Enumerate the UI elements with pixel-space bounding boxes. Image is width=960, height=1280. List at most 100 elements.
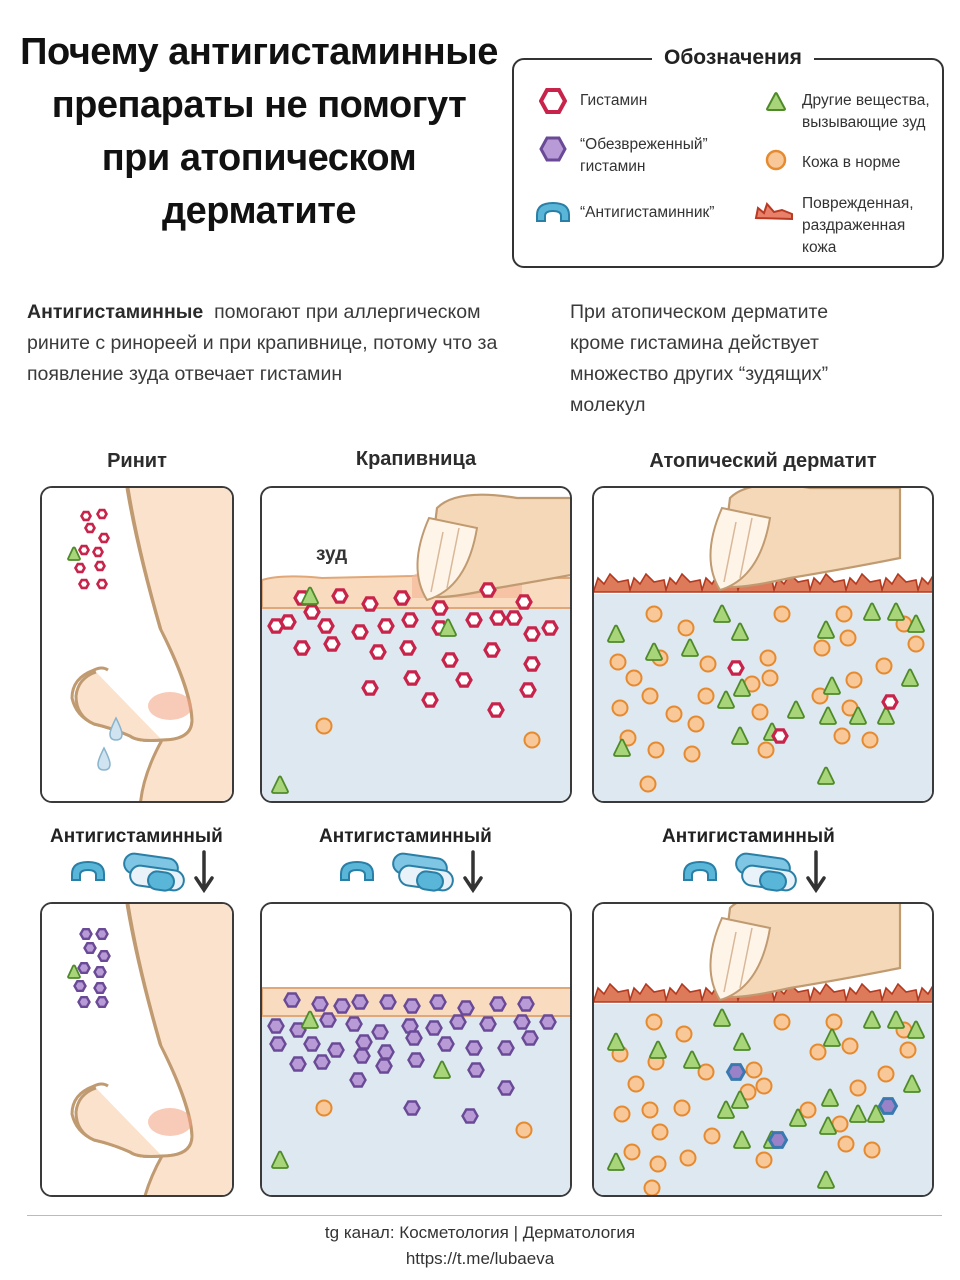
other-substance-icon (819, 706, 837, 725)
other-substance-icon (903, 1074, 921, 1093)
neutralized-histamine-icon (313, 1054, 331, 1070)
blocked-histamine-icon (767, 1131, 789, 1149)
normal-skin-icon (643, 1179, 661, 1195)
normal-skin-icon (625, 669, 643, 687)
other-substance-icon (887, 602, 905, 621)
normal-skin-icon (697, 1063, 715, 1081)
neutralized-histamine-icon (497, 1040, 515, 1056)
normal-skin-icon (773, 1013, 791, 1031)
normal-skin-icon (875, 657, 893, 675)
normal-skin-icon (837, 1135, 855, 1153)
other-substance-triangle-icon (765, 92, 787, 111)
other-substance-icon (817, 766, 835, 785)
histamine-icon (523, 656, 541, 672)
panel-rhinitis-after (40, 902, 234, 1197)
other-substance-icon (733, 1032, 751, 1051)
other-substance-icon (607, 1152, 625, 1171)
neutralized-histamine-icon (377, 1044, 395, 1060)
normal-skin-icon (773, 605, 791, 623)
other-substance-icon (731, 1090, 749, 1109)
neutralized-histamine-icon (83, 942, 97, 954)
normal-skin-icon (647, 741, 665, 759)
blocked-histamine-icon (725, 1063, 747, 1081)
neutralized-histamine-icon (319, 1012, 337, 1028)
legend-label-antihistamine: “Антигистаминник” (580, 204, 715, 221)
panel-atopic-before (592, 486, 934, 803)
histamine-icon (487, 702, 505, 718)
neutralized-histamine-icon (467, 1062, 485, 1078)
neutralized-histamine-icon (77, 995, 91, 1009)
histamine-icon (97, 532, 110, 544)
neutralized-histamine-icon (327, 1042, 345, 1058)
neutralized-histamine-icon (355, 1034, 373, 1050)
down-arrow-icon (194, 850, 214, 894)
histamine-icon (455, 672, 473, 688)
other-substance-icon (271, 775, 289, 794)
normal-skin-icon (759, 649, 777, 667)
atopic-before-illustration (594, 488, 932, 801)
neutralized-histamine-icon (77, 962, 91, 975)
histamine-icon (331, 588, 349, 604)
normal-skin-icon (861, 731, 879, 749)
neutralized-histamine-icon (497, 1080, 515, 1096)
other-substance-icon (613, 738, 631, 757)
neutralized-histamine-icon (375, 1058, 393, 1074)
neutralized-histamine-icon (437, 1036, 455, 1052)
other-substance-icon (713, 604, 731, 623)
other-substance-icon (887, 1010, 905, 1029)
histamine-icon (279, 614, 297, 630)
legend-title: Обозначения (652, 46, 814, 70)
normal-skin-icon (649, 1155, 667, 1173)
normal-skin-icon (641, 687, 659, 705)
nose-outline (42, 904, 232, 1195)
histamine-icon (77, 578, 90, 590)
rhinitis-after-illustration (42, 904, 232, 1195)
other-substance-icon (863, 1010, 881, 1029)
neutralized-histamine-icon (539, 1014, 557, 1030)
normal-skin-icon (609, 653, 627, 671)
down-arrow-icon (806, 850, 826, 894)
normal-skin-icon (825, 1013, 843, 1031)
normal-skin-icon (761, 669, 779, 687)
neutralized-histamine-icon (345, 1016, 363, 1032)
antihistamine-label-urticaria: Антигистаминный (319, 826, 492, 847)
neutralized-histamine-icon (425, 1020, 443, 1036)
normal-skin-icon (845, 671, 863, 689)
histamine-icon (267, 618, 285, 634)
normal-skin-icon (523, 731, 541, 749)
histamine-icon (403, 670, 421, 686)
histamine-icon (881, 694, 899, 710)
other-substance-icon (819, 1116, 837, 1135)
normal-skin-circle-icon (765, 149, 787, 171)
neutralized-histamine-icon (405, 1030, 423, 1046)
other-substance-icon (817, 620, 835, 639)
histamine-icon (95, 578, 108, 590)
normal-skin-icon (703, 1127, 721, 1145)
nose-outline (42, 488, 232, 801)
other-substance-icon (733, 678, 751, 697)
neutralized-histamine-icon (93, 966, 107, 979)
other-substance-icon (849, 1104, 867, 1123)
other-substance-icon (907, 1020, 925, 1039)
intro-right-text: При атопическом дерматите кроме гистамин… (570, 301, 829, 416)
page-title: Почему антигистаминные препараты не помо… (20, 31, 498, 232)
histamine-icon (361, 680, 379, 696)
neutralized-histamine-icon (457, 1000, 475, 1016)
normal-skin-icon (757, 741, 775, 759)
neutralized-histamine-icon (539, 136, 567, 162)
neutralized-histamine-icon (513, 1014, 531, 1030)
normal-skin-icon (863, 1141, 881, 1159)
normal-skin-icon (613, 1105, 631, 1123)
antihistamine-receptor-blocker-icon (683, 860, 717, 881)
panel-urticaria-before: зуд (260, 486, 572, 803)
itch-label: зуд (316, 544, 348, 565)
histamine-icon (293, 640, 311, 656)
other-substance-icon (823, 676, 841, 695)
normal-skin-icon (679, 1149, 697, 1167)
normal-skin-icon (877, 1065, 895, 1083)
capsule-pills-icon (123, 852, 185, 892)
footer-link[interactable]: https://t.me/lubaeva (405, 1249, 555, 1268)
histamine-icon (369, 644, 387, 660)
other-substance-icon (821, 1088, 839, 1107)
neutralized-histamine-icon (449, 1014, 467, 1030)
